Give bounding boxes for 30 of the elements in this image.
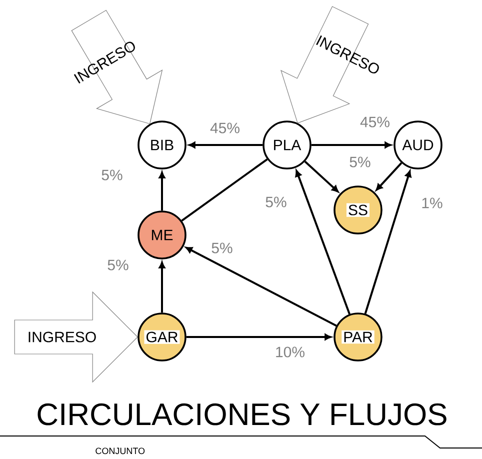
percentage-label: 5% — [102, 170, 122, 180]
subtitle: CONJUNTO — [96, 448, 145, 454]
circle-node: GAR — [138, 312, 186, 362]
arrow — [186, 334, 332, 340]
circle-node: BIB — [138, 120, 186, 170]
block-arrow — [14, 291, 138, 383]
percentage-label: 5% — [350, 156, 370, 168]
arrow — [311, 142, 392, 148]
circle-node: SS — [334, 186, 382, 234]
arrow — [304, 160, 339, 192]
arrow — [376, 162, 402, 191]
arrow-label: INGRESO — [28, 332, 96, 342]
circle-node: PAR — [334, 312, 382, 362]
percentage-label: 45% — [210, 122, 240, 134]
arrow — [188, 142, 263, 148]
title: CIRCULACIONES Y FLUJOS — [38, 403, 446, 426]
percentage-label: 1% — [422, 198, 442, 208]
circle-node: AUD — [394, 120, 442, 170]
arrow — [158, 262, 166, 313]
percentage-label: 45% — [360, 116, 390, 128]
percentage-label: 5% — [108, 260, 128, 270]
arrow — [186, 246, 337, 327]
arrow — [295, 170, 350, 314]
circle-node: PLA — [262, 120, 312, 170]
percentage-label: 10% — [276, 346, 304, 358]
percentage-label: 5% — [266, 196, 286, 208]
arrow — [364, 170, 412, 314]
arrow — [158, 172, 166, 211]
circle-node: ME — [138, 210, 186, 260]
percentage-label: 5% — [212, 242, 232, 254]
